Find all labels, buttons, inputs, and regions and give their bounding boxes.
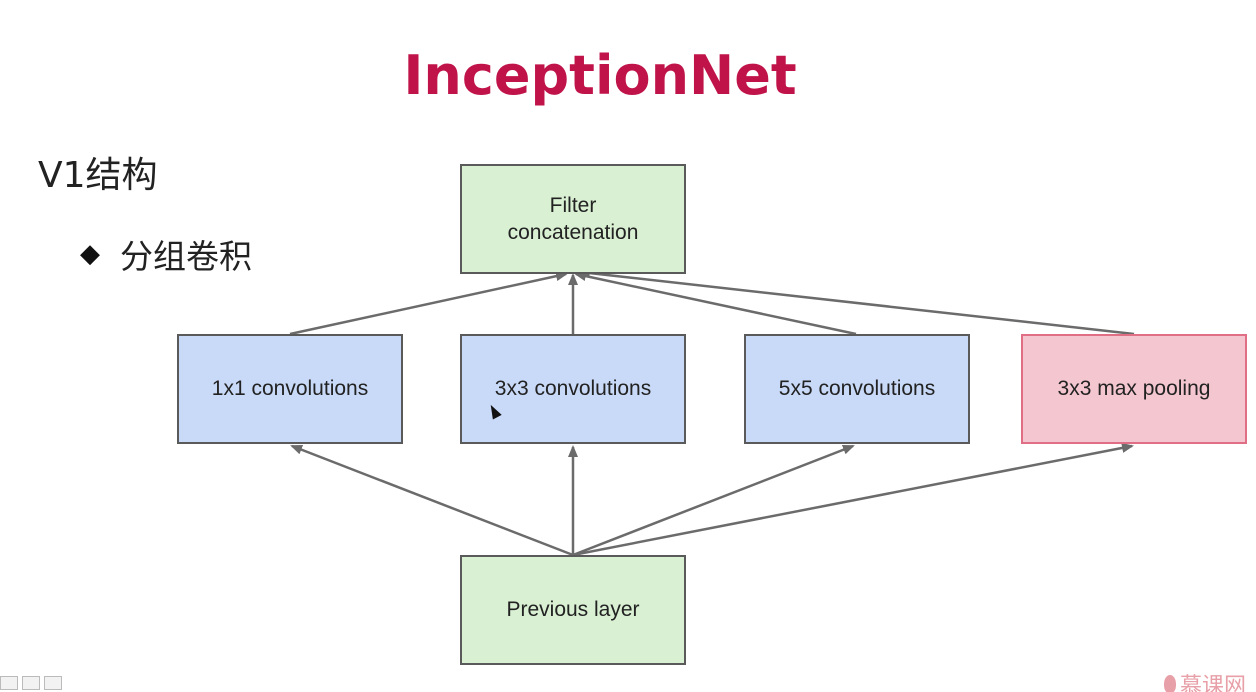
conv3x3-node: 3x3 convolutions — [460, 334, 686, 444]
section-label: V1结构 — [38, 155, 158, 196]
conv1x1-node: 1x1 convolutions — [177, 334, 403, 444]
diamond-bullet-icon: ◆ — [80, 239, 100, 269]
edge-previous-to-conv1x1 — [290, 444, 574, 557]
watermark: 慕课网 — [1164, 668, 1246, 692]
edge-conv5x5-to-concat — [574, 271, 857, 336]
conv5x5-node: 5x5 convolutions — [744, 334, 970, 444]
edge-maxpool-to-concat — [578, 268, 1135, 336]
maxpool-node: 3x3 max pooling — [1021, 334, 1247, 444]
slide-title: InceptionNet — [403, 44, 797, 107]
previous-layer-node: Previous layer — [460, 555, 686, 665]
flame-logo-icon — [1164, 675, 1176, 692]
slide-toolbar — [0, 676, 62, 690]
edge-previous-to-conv5x5 — [572, 444, 855, 557]
bullet-text: 分组卷积 — [120, 237, 252, 276]
watermark-text: 慕课网 — [1180, 674, 1247, 692]
slide-menu-icon[interactable] — [22, 676, 40, 690]
next-arrow-icon[interactable] — [44, 676, 62, 690]
slide-nav-icon[interactable] — [0, 676, 18, 690]
edge-conv1x1-to-concat — [289, 271, 568, 336]
edge-previous-to-maxpool — [572, 443, 1134, 557]
bullet-item: ◆ 分组卷积 — [80, 230, 252, 278]
filter-concatenation-node: Filter concatenation — [460, 164, 686, 274]
